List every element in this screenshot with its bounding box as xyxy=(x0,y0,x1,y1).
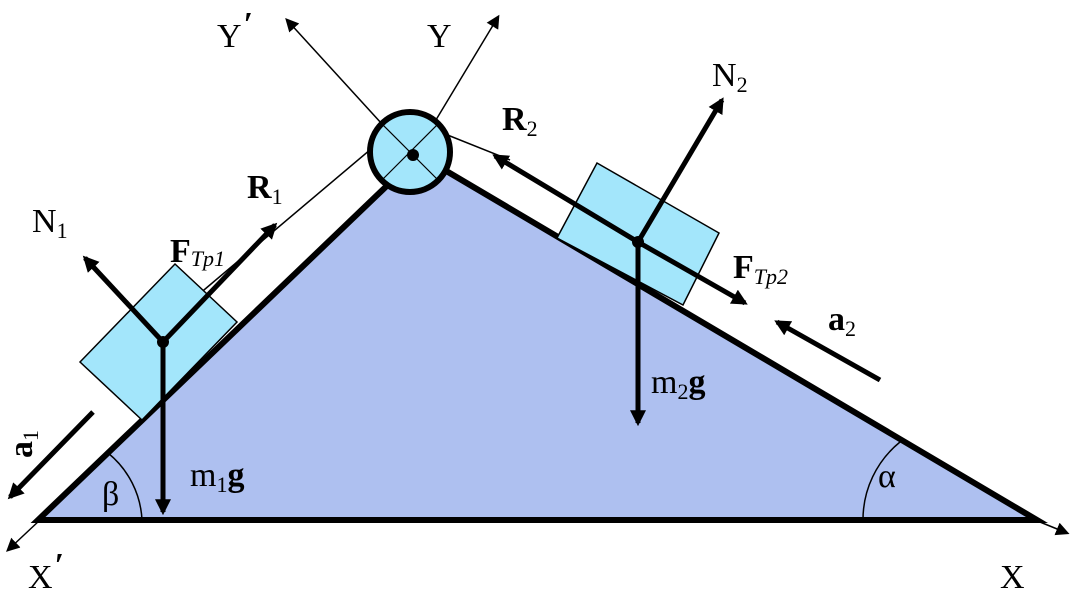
x-prime-axis-arrow xyxy=(6,519,41,552)
label-m1g: m1g xyxy=(190,457,244,497)
pulley-axle xyxy=(407,149,419,161)
label-y-prime: Y′ xyxy=(217,6,253,55)
block-2-center xyxy=(632,236,644,248)
label-a2: a2 xyxy=(828,301,856,341)
label-n2: N2 xyxy=(712,57,748,97)
x-axis-arrow xyxy=(1034,519,1070,536)
arrow-r1 xyxy=(161,222,278,344)
arrow-n1 xyxy=(82,255,165,344)
arrow-r2 xyxy=(492,153,640,245)
label-y: Y xyxy=(427,18,452,55)
beta-arc xyxy=(107,452,143,521)
arrow-ftr2 xyxy=(636,239,748,306)
label-beta: β xyxy=(102,476,119,513)
block-2 xyxy=(555,161,720,307)
arrow-a1 xyxy=(7,410,95,500)
block-1-center xyxy=(157,336,169,348)
label-alpha: α xyxy=(878,458,896,495)
arrow-a2 xyxy=(774,319,882,383)
alpha-arc xyxy=(862,441,901,521)
label-x: X xyxy=(1000,559,1025,591)
label-a1: a1 xyxy=(3,430,43,458)
label-x-prime: X′ xyxy=(28,547,64,591)
label-n1: N1 xyxy=(32,203,68,243)
label-r2: R2 xyxy=(502,101,538,141)
arrow-n2 xyxy=(635,97,725,244)
label-ftr2: FTp2 xyxy=(733,249,788,289)
label-m2g: m2g xyxy=(651,364,705,404)
label-r1: R1 xyxy=(247,169,283,209)
rope-left xyxy=(197,132,391,296)
label-ftr1: FTp1 xyxy=(170,233,225,271)
